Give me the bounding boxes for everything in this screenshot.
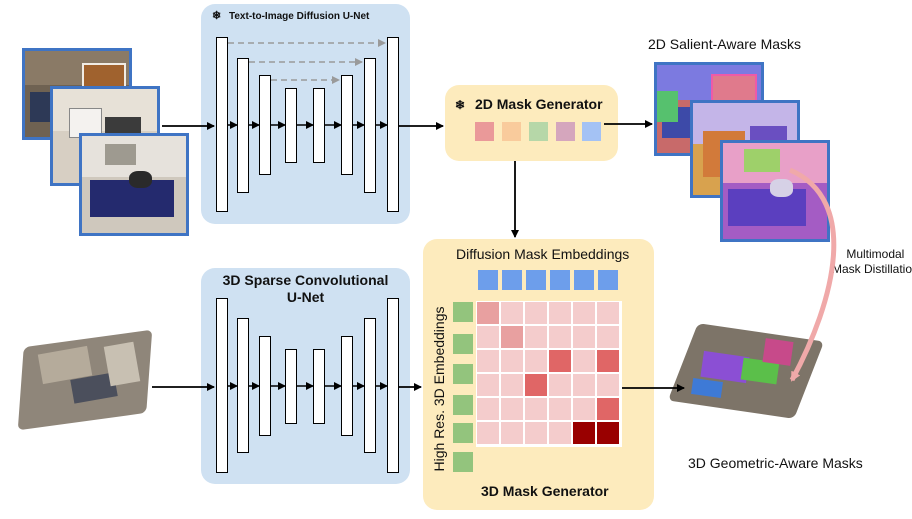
matrix-cell bbox=[500, 301, 524, 325]
mask-generator-3d-title: 3D Mask Generator bbox=[481, 483, 609, 499]
matrix-cell bbox=[596, 397, 620, 421]
unet3d-title: 3D Sparse Convolutional U-Net bbox=[201, 272, 410, 306]
diffusion-embedding bbox=[598, 270, 618, 290]
unet3d-title-line2: U-Net bbox=[286, 289, 325, 305]
geometric-masks-title: 3D Geometric-Aware Masks bbox=[688, 455, 863, 471]
diffusion-embedding bbox=[526, 270, 546, 290]
matrix-cell bbox=[596, 325, 620, 349]
mask-generator-2d-title-row: ❄ 2D Mask Generator bbox=[455, 96, 603, 112]
matrix-cell bbox=[500, 349, 524, 373]
matrix-cell bbox=[476, 301, 500, 325]
unet3d-enc-bar-1 bbox=[216, 298, 228, 473]
mask-chip-1 bbox=[475, 122, 494, 141]
geometric-embedding bbox=[453, 334, 473, 354]
matrix-cell bbox=[596, 349, 620, 373]
distillation-label-line2: Mask Distillation bbox=[832, 262, 912, 276]
matrix-cell bbox=[572, 325, 596, 349]
mask-generator-2d-title: 2D Mask Generator bbox=[474, 96, 603, 112]
matrix-cell bbox=[596, 373, 620, 397]
diffusion-embedding bbox=[574, 270, 594, 290]
matrix-cell bbox=[548, 373, 572, 397]
snowflake-icon: ❄ bbox=[212, 10, 222, 22]
matrix-cell bbox=[524, 373, 548, 397]
matrix-cell bbox=[524, 397, 548, 421]
matrix-cell bbox=[548, 325, 572, 349]
matrix-cell bbox=[476, 421, 500, 445]
matrix-cell bbox=[548, 301, 572, 325]
unet2d-enc-bar-1 bbox=[216, 37, 228, 212]
matrix-cell bbox=[500, 397, 524, 421]
diffusion-embedding bbox=[502, 270, 522, 290]
distillation-label-line1: Multimodal bbox=[846, 247, 905, 261]
geometric-embedding bbox=[453, 423, 473, 443]
geometric-embedding bbox=[453, 364, 473, 384]
unet2d-title: Text-to-Image Diffusion U-Net bbox=[229, 11, 370, 22]
mask-chip-3 bbox=[529, 122, 548, 141]
matrix-cell bbox=[572, 349, 596, 373]
diffusion-embedding bbox=[478, 270, 498, 290]
matrix-cell bbox=[500, 373, 524, 397]
matrix-cell bbox=[548, 421, 572, 445]
matrix-cell bbox=[500, 421, 524, 445]
matrix-cell bbox=[524, 301, 548, 325]
unet2d-title-row: ❄ Text-to-Image Diffusion U-Net bbox=[212, 9, 369, 22]
matrix-cell bbox=[572, 421, 596, 445]
matrix-cell bbox=[524, 421, 548, 445]
unet3d-title-line1: 3D Sparse Convolutional bbox=[222, 272, 389, 288]
mask-chip-2 bbox=[502, 122, 521, 141]
distillation-label: Multimodal Mask Distillation bbox=[832, 247, 912, 277]
diffusion-embedding bbox=[550, 270, 570, 290]
matrix-cell bbox=[524, 325, 548, 349]
geometric-embedding bbox=[453, 302, 473, 322]
input-image-3 bbox=[79, 133, 189, 236]
geometric-embedding bbox=[453, 452, 473, 472]
matrix-cell bbox=[572, 301, 596, 325]
matrix-cell bbox=[572, 373, 596, 397]
matrix-cell bbox=[596, 421, 620, 445]
geometric-embedding bbox=[453, 395, 473, 415]
salient-masks-title: 2D Salient-Aware Masks bbox=[648, 36, 802, 52]
matrix-cell bbox=[476, 325, 500, 349]
diffusion-mask-embeddings-label: Diffusion Mask Embeddings bbox=[456, 246, 630, 262]
matrix-cell bbox=[572, 397, 596, 421]
mask-chip-5 bbox=[582, 122, 601, 141]
salient-mask-image-3 bbox=[720, 140, 830, 242]
matrix-cell bbox=[548, 349, 572, 373]
matrix-cell bbox=[500, 325, 524, 349]
matrix-cell bbox=[476, 349, 500, 373]
matrix-cell bbox=[476, 397, 500, 421]
matrix-cell bbox=[548, 397, 572, 421]
mask-chip-4 bbox=[556, 122, 575, 141]
similarity-matrix bbox=[476, 301, 622, 447]
matrix-cell bbox=[476, 373, 500, 397]
snowflake-icon: ❄ bbox=[455, 98, 466, 112]
matrix-cell bbox=[596, 301, 620, 325]
matrix-cell bbox=[524, 349, 548, 373]
distillation-arrow bbox=[789, 167, 837, 382]
